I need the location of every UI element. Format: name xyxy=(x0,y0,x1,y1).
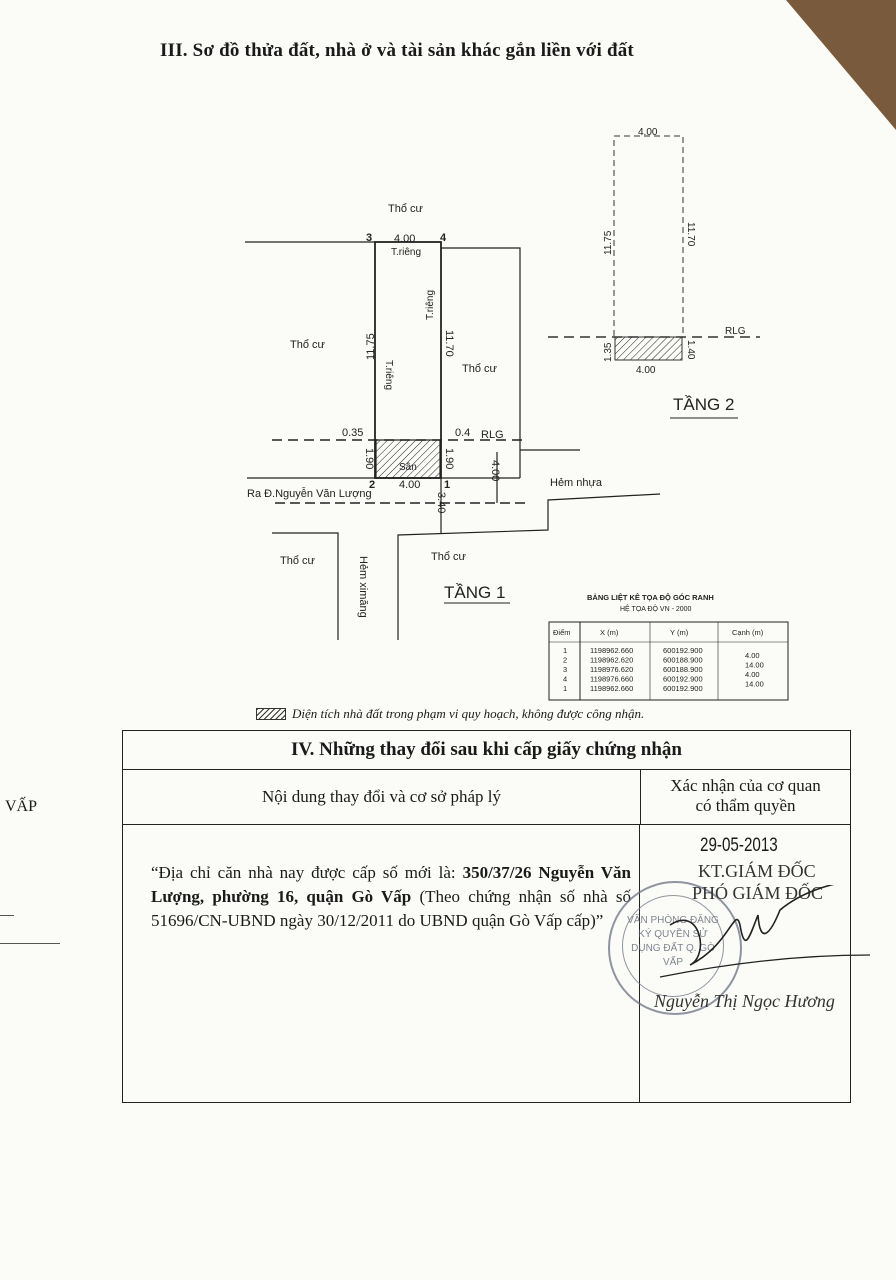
section-3-title: III. Sơ đồ thửa đất, nhà ở và tài sản kh… xyxy=(160,40,634,61)
yard-left: 1.90 xyxy=(363,448,375,469)
coord-cell-point: 1 xyxy=(563,684,567,693)
content-text: (Theo chứng nhận số nhà số 51696/CN-UBND… xyxy=(151,887,631,930)
offset-left: 0.35 xyxy=(342,427,363,439)
section-4-title: IV. Những thay đổi sau khi cấp giấy chứn… xyxy=(123,731,850,770)
coord-cell-point: 2 xyxy=(563,656,567,665)
dim-bottom: 4.00 xyxy=(636,365,656,376)
coord-cell-point: 3 xyxy=(563,665,567,674)
coord-header: Điểm xyxy=(553,628,571,637)
coord-cell-x: 1198976.660 xyxy=(590,675,633,684)
hatch-swatch xyxy=(256,708,286,720)
coord-edge: 4.00 xyxy=(745,670,760,679)
coord-cell-x: 1198962.660 xyxy=(590,646,633,655)
column-header-content: Nội dung thay đổi và cơ sở pháp lý xyxy=(123,770,641,824)
coord-cell-y: 600192.900 xyxy=(663,646,703,655)
coord-table-title: BẢNG LIỆT KÊ TỌA ĐỘ GÓC RANH xyxy=(587,593,714,602)
confirmation-date: 29-05-2013 xyxy=(700,835,778,856)
coord-cell-y: 600192.900 xyxy=(663,684,703,693)
floor2-plan xyxy=(548,135,760,361)
coord-cell-point: 4 xyxy=(563,675,567,684)
stamp-text: VĂN PHÒNG ĐĂNG KÝ QUYỀN SỬ DỤNG ĐẤT Q. G… xyxy=(622,895,724,997)
wall-label: T.riêng xyxy=(425,290,436,320)
header-line: Xác nhận của cơ quan xyxy=(670,776,821,795)
signature xyxy=(659,885,871,978)
rlg-label: RLG xyxy=(725,326,746,337)
section-4-table: IV. Những thay đổi sau khi cấp giấy chứn… xyxy=(122,730,871,1103)
margin-line xyxy=(0,943,60,944)
margin-line xyxy=(0,915,14,916)
content-text: “Địa chỉ căn nhà nay được cấp số mới là: xyxy=(151,863,463,882)
coord-header: Cạnh (m) xyxy=(732,628,764,637)
coord-cell-x: 1198962.660 xyxy=(590,684,633,693)
dim-top: 4.00 xyxy=(394,233,415,245)
dim-right: 11.70 xyxy=(443,330,455,357)
alley-width: 3.40 xyxy=(435,492,447,513)
yard-label: Sân xyxy=(399,462,417,473)
land-plot-diagram: Thổ cư Thổ cư Thổ cư Thổ cư Thổ cư 3 4 4… xyxy=(245,127,789,701)
floor2-title: TẦNG 2 xyxy=(673,395,734,414)
yard-right: 1.90 xyxy=(443,448,455,469)
scan-edge-shadow xyxy=(786,0,896,130)
dim-right: 11.70 xyxy=(685,222,696,247)
coord-cell-x: 1198962.620 xyxy=(590,656,633,665)
coord-cell-point: 1 xyxy=(563,646,567,655)
coord-cell-y: 600188.900 xyxy=(663,665,703,674)
legend: Diện tích nhà đất trong phạm vi quy hoạc… xyxy=(256,706,644,722)
point-4: 4 xyxy=(440,232,447,244)
neighbor-label: Thổ cư xyxy=(462,363,498,375)
point-2: 2 xyxy=(369,479,375,491)
neighbor-label: Thổ cư xyxy=(431,551,467,563)
role-deputy-director: PHÓ GIÁM ĐỐC xyxy=(692,883,824,903)
official-stamp: VĂN PHÒNG ĐĂNG KÝ QUYỀN SỬ DỤNG ĐẤT Q. G… xyxy=(608,881,742,1015)
neighbor-label: Thổ cư xyxy=(290,339,326,351)
coord-edge: 14.00 xyxy=(745,680,764,689)
coordinate-table: BẢNG LIỆT KÊ TỌA ĐỘ GÓC RANH HỆ TỌA ĐỘ V… xyxy=(548,593,789,701)
dim-left: 11.75 xyxy=(365,333,377,360)
floor2-labels: 4.00 11.75 11.70 RLG 1.35 1.40 4.00 TẦNG… xyxy=(603,127,746,419)
point-1: 1 xyxy=(444,479,450,491)
coord-table-subtitle: HỆ TỌA ĐỘ VN - 2000 xyxy=(620,604,692,613)
coord-header: X (m) xyxy=(600,628,619,637)
coord-edge: 14.00 xyxy=(745,661,764,670)
change-content: “Địa chỉ căn nhà nay được cấp số mới là:… xyxy=(123,825,640,1103)
wall-label: T.riêng xyxy=(391,247,421,258)
floor1-title: TẦNG 1 xyxy=(444,583,505,602)
signer-name: Nguyễn Thị Ngọc Hương xyxy=(654,991,835,1011)
dim-bottom: 4.00 xyxy=(399,479,420,491)
depth-right: 1.40 xyxy=(685,340,696,360)
role-director: KT.GIÁM ĐỐC xyxy=(698,861,816,881)
column-header-confirmation: Xác nhận của cơ quan có thẩm quyền xyxy=(641,770,850,824)
legend-text: Diện tích nhà đất trong phạm vi quy hoạc… xyxy=(292,706,645,721)
coord-header: Y (m) xyxy=(670,628,689,637)
floor1-plan xyxy=(245,241,661,640)
rlg-label: RLG xyxy=(481,429,504,441)
coord-cell-y: 600188.900 xyxy=(663,656,703,665)
header-line: có thẩm quyền xyxy=(695,796,796,815)
alley-asphalt-label: Hẻm nhựa xyxy=(550,477,603,489)
alley-cement-label: Hẻm ximăng xyxy=(357,556,369,618)
authority-confirmation: VĂN PHÒNG ĐĂNG KÝ QUYỀN SỬ DỤNG ĐẤT Q. G… xyxy=(608,825,871,1103)
neighbor-label: Thổ cư xyxy=(388,203,424,215)
new-address: 350/37/26 Nguyễn Văn Lượng, phường 16, q… xyxy=(151,863,631,906)
neighbor-label: Thổ cư xyxy=(280,555,316,567)
dim-top: 4.00 xyxy=(638,127,658,138)
depth-left: 1.35 xyxy=(603,342,614,362)
offset-right: 0.4 xyxy=(455,427,470,439)
dim-left: 11.75 xyxy=(603,230,614,255)
wall-label: T.riêng xyxy=(383,360,394,390)
point-3: 3 xyxy=(366,232,372,244)
coord-cell-x: 1198976.620 xyxy=(590,665,633,674)
floor1-labels: Thổ cư Thổ cư Thổ cư Thổ cư Thổ cư 3 4 4… xyxy=(247,203,603,618)
road-to-label: Ra Đ.Nguyễn Văn Lượng xyxy=(247,487,372,500)
road-width: 4.00 xyxy=(489,460,501,481)
margin-text: VẤP xyxy=(5,798,38,815)
coord-edge: 4.00 xyxy=(745,651,760,660)
coord-cell-y: 600192.900 xyxy=(663,675,703,684)
